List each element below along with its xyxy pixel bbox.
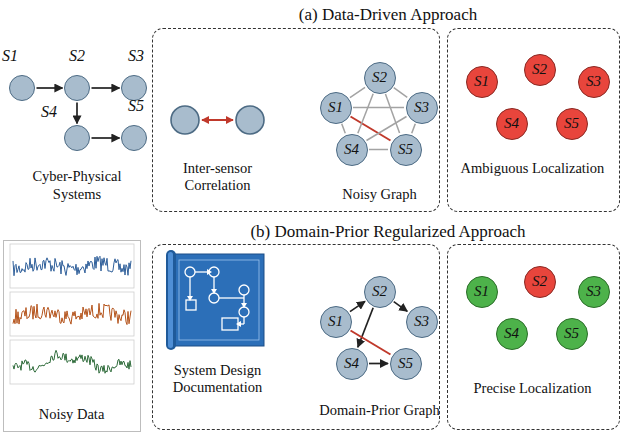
sensor-node: S4 (336, 134, 368, 166)
noisy-signals (10, 244, 134, 384)
correlation-line (342, 124, 346, 133)
dependency-arrow (76, 103, 78, 124)
sensor-circle (236, 106, 264, 134)
caption: Domain-Prior Graph (319, 402, 439, 418)
sensor-label: S1 (328, 100, 343, 115)
sensor-node: S2 (524, 54, 556, 86)
data-panel: Noisy Data (3, 240, 141, 432)
caption: Precise Localization (474, 380, 592, 396)
dependency-arrow (358, 308, 373, 347)
sensor-node: S4 (496, 318, 528, 350)
sensor-node: S2 (524, 266, 556, 298)
caption: System Design Documentation (173, 362, 262, 396)
sensor-node: S3 (406, 92, 438, 124)
sensor-label: S2 (372, 284, 387, 299)
dependency-arrow (394, 302, 408, 312)
sensor-label: S4 (504, 326, 519, 341)
sensor-node: S1 (466, 66, 498, 98)
correlation-line (353, 107, 404, 109)
correlation-line (394, 88, 408, 98)
sensor-label: S4 (504, 116, 519, 131)
sensor-node: S2 (364, 276, 396, 308)
sensor-node: S5 (556, 108, 588, 140)
sensor-node: S5 (390, 348, 422, 380)
sensor-label: S1 (474, 284, 489, 299)
dependency-arrow (92, 87, 120, 89)
sensor-label: S2 (69, 48, 85, 64)
sensor-label: S5 (128, 98, 144, 114)
sensor-node: S1 (466, 276, 498, 308)
noisy-signal (13, 303, 131, 324)
sensor-node: S1 (320, 306, 352, 338)
panel-title: (a) Data-Driven Approach (299, 5, 477, 24)
caption: Noisy Graph (342, 186, 417, 202)
dependency-arrow (350, 301, 365, 311)
sensor-node: S4 (496, 108, 528, 140)
sensor-label: S3 (128, 48, 144, 64)
caption: Ambiguous Localization (461, 160, 605, 176)
noisy-signal (13, 350, 131, 373)
sensor-node: S3 (406, 306, 438, 338)
sensor-label: S4 (41, 104, 57, 120)
correlation-line (350, 87, 365, 97)
sensor-label: S2 (532, 62, 547, 77)
sensor-label: S3 (586, 284, 601, 299)
signal-frame (10, 292, 134, 336)
dashed-group-box: Inter-sensor CorrelationNoisy Graph S1 S2S… (152, 28, 440, 212)
correlation-arrow (202, 119, 233, 121)
dependency-arrow (369, 363, 388, 365)
sensor-node: S3 (578, 66, 610, 98)
sensor-label: S1 (328, 314, 343, 329)
dashed-group-box: Precise Localization S1 S2S3S4 S5 (447, 244, 620, 430)
sensor-node: S1 (9, 75, 35, 101)
sensor-node: S3 (578, 276, 610, 308)
sensor-label: S3 (586, 74, 601, 89)
sensor-label: S2 (532, 274, 547, 289)
sensor-node: S5 (390, 134, 422, 166)
caption: Inter-sensor Correlation (183, 160, 252, 194)
sensor-label: S5 (398, 142, 413, 157)
noisy-signal (13, 256, 131, 275)
correlation-line (369, 149, 388, 151)
caption: Cyber-Physical Systems (32, 168, 121, 202)
sensor-label: S5 (398, 356, 413, 371)
sensor-node: S1 (320, 92, 352, 124)
blueprint-icon (166, 250, 264, 350)
sensor-node: S4 (336, 348, 368, 380)
sensor-node: S2 (364, 62, 396, 94)
sensor-node: S5 (121, 125, 147, 151)
dashed-group-box: Ambiguous Localization S1 S2S3S4 S5 (447, 28, 620, 212)
sensor-label: S4 (344, 142, 359, 157)
sensor-node: S5 (556, 318, 588, 350)
sensor-label: S5 (564, 326, 579, 341)
dependency-arrow (92, 137, 120, 139)
sensor-node: S4 (64, 125, 90, 151)
sensor-label: S1 (474, 74, 489, 89)
dependency-arrow (37, 87, 63, 89)
signal-frame (10, 340, 134, 384)
panel-title: (b) Domain-Prior Regularized Approach (250, 222, 525, 241)
caption: Noisy Data (39, 406, 105, 422)
signal-frame (10, 244, 134, 288)
sensor-label: S4 (344, 356, 359, 371)
sensor-label: S5 (564, 116, 579, 131)
correlation-line (358, 94, 373, 133)
sensor-label: S2 (372, 70, 387, 85)
sensor-label: S3 (414, 314, 429, 329)
dashed-group-box: System Design DocumentationDomain-Prior … (152, 244, 440, 430)
sensor-node: S2 (64, 75, 90, 101)
sensor-label: S3 (414, 100, 429, 115)
sensor-circle (171, 106, 199, 134)
sensor-label: S1 (2, 48, 18, 64)
correlation-line (412, 124, 416, 133)
